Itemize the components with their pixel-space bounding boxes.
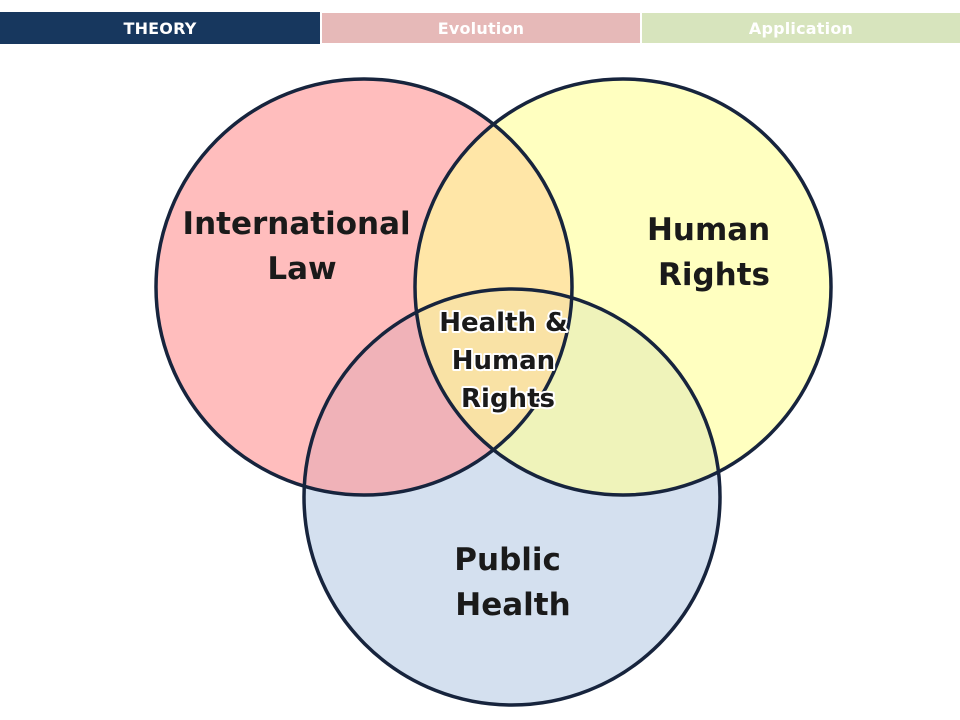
label-public-health-line2: Health (455, 587, 570, 623)
circle-human-rights (415, 79, 831, 495)
label-public-health: Public Health (454, 542, 571, 623)
tab-application[interactable]: Application (640, 12, 960, 44)
outline-international-law (154, 77, 574, 497)
label-human-rights-line1: Human (647, 212, 770, 248)
label-human-rights: Human Rights (647, 212, 781, 293)
outline-public-health (302, 287, 722, 707)
label-health-and-human-rights: Health & Human Rights (439, 308, 577, 414)
label-center-line2: Human (452, 346, 555, 376)
tab-theory[interactable]: THEORY (0, 12, 320, 44)
label-center-line3: Rights (461, 384, 555, 414)
label-international-law-line1: International (183, 206, 411, 242)
label-international-law: International Law (183, 206, 422, 287)
label-human-rights-line2: Rights (658, 257, 770, 293)
label-international-law-line2: Law (267, 251, 336, 287)
tab-evolution[interactable]: Evolution (320, 12, 640, 44)
section-nav: THEORY Evolution Application (0, 12, 960, 44)
outline-human-rights (413, 77, 833, 497)
label-center-line1: Health & (439, 308, 568, 338)
label-public-health-line1: Public (454, 542, 561, 578)
